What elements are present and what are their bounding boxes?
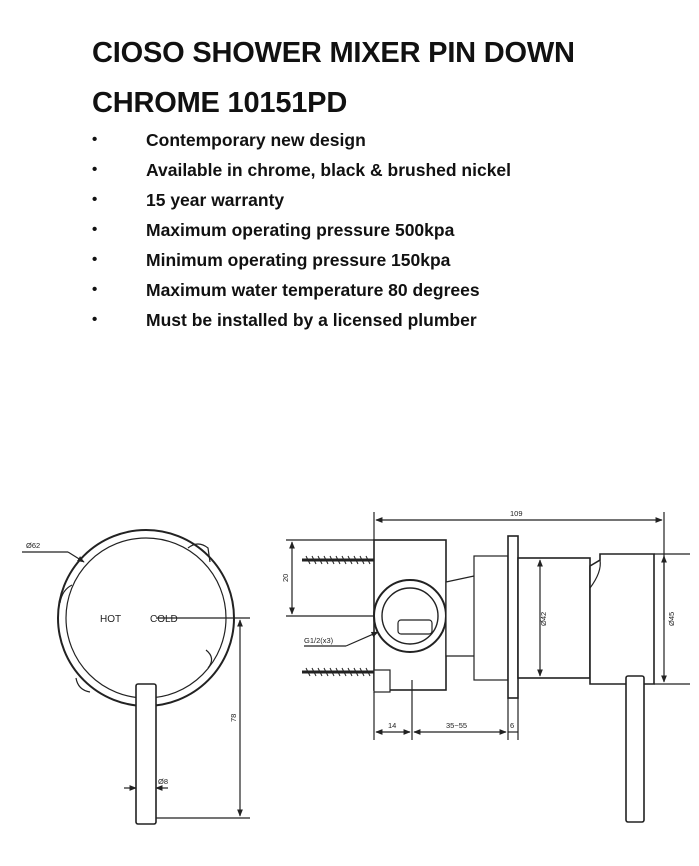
feature-item: • Contemporary new design bbox=[92, 125, 511, 155]
valve-body bbox=[373, 539, 447, 691]
hot-label: HOT bbox=[100, 614, 121, 625]
dim-diameter-42: Ø42 bbox=[539, 612, 548, 626]
outlet-ring-inner bbox=[381, 587, 439, 645]
front-view: HOT COLD Ø62 78 Ø8 bbox=[22, 529, 250, 825]
feature-list: • Contemporary new design • Available in c… bbox=[92, 125, 511, 335]
cartridge-housing bbox=[473, 555, 509, 681]
lug-bottom bbox=[75, 677, 91, 693]
bullet-icon: • bbox=[92, 251, 98, 268]
side-view: 109 20 G1/2(x3) Ø42 Ø45 14 35~55 6 bbox=[281, 509, 690, 823]
feature-text: Minimum operating pressure 150kpa bbox=[146, 250, 451, 270]
feature-text: Maximum operating pressure 500kpa bbox=[146, 220, 455, 240]
feature-item: • 15 year warranty bbox=[92, 185, 511, 215]
hub bbox=[517, 557, 591, 679]
dim-thread-g12: G1/2(x3) bbox=[304, 636, 334, 645]
lug-top bbox=[187, 543, 211, 563]
dim-6: 6 bbox=[510, 721, 514, 730]
feature-text: Available in chrome, black & brushed nic… bbox=[146, 160, 512, 180]
bullet-icon: • bbox=[92, 311, 98, 328]
dim-diameter-62: Ø62 bbox=[26, 541, 40, 550]
feature-text: Must be installed by a licensed plumber bbox=[146, 310, 477, 330]
outlet-slot bbox=[397, 619, 433, 635]
dim-thread-leader-arrow bbox=[345, 631, 379, 647]
product-title-line-2: CHROME 10151PD bbox=[92, 87, 348, 119]
dim-diameter-leader-arrow bbox=[67, 551, 85, 563]
feature-text: Maximum water temperature 80 degrees bbox=[146, 280, 480, 300]
lever bbox=[135, 683, 157, 825]
bullet-icon: • bbox=[92, 191, 98, 208]
feature-item: • Available in chrome, black & brushed ni… bbox=[92, 155, 511, 185]
wall-plate bbox=[507, 535, 519, 699]
feature-item: • Minimum operating pressure 150kpa bbox=[92, 245, 511, 275]
valve-foot bbox=[373, 669, 391, 693]
dim-wall-range-35-55: 35~55 bbox=[446, 721, 467, 730]
dim-lever-length-78: 78 bbox=[229, 714, 238, 722]
handle-taper bbox=[589, 559, 601, 589]
bullet-icon: • bbox=[92, 161, 98, 178]
feature-item: • Must be installed by a licensed plumber bbox=[92, 305, 511, 335]
screw-bottom bbox=[302, 667, 374, 677]
side-lever bbox=[625, 675, 645, 823]
dim-14: 14 bbox=[388, 721, 396, 730]
bullet-icon: • bbox=[92, 281, 98, 298]
dim-lever-diameter-8: Ø8 bbox=[158, 777, 168, 786]
handle-body bbox=[589, 553, 655, 685]
screw-top bbox=[302, 555, 374, 565]
feature-text: Contemporary new design bbox=[146, 130, 366, 150]
bullet-icon: • bbox=[92, 131, 98, 148]
product-title: CIOSO SHOWER MIXER PIN DOWN CHROME 10151… bbox=[92, 28, 682, 128]
bullet-icon: • bbox=[92, 221, 98, 238]
feature-item: • Maximum water temperature 80 degrees bbox=[92, 275, 511, 305]
dim-total-depth-109: 109 bbox=[510, 509, 523, 518]
cold-label: COLD bbox=[150, 614, 178, 625]
feature-text: 15 year warranty bbox=[146, 190, 285, 210]
dim-height-20: 20 bbox=[281, 574, 290, 582]
dim-diameter-45: Ø45 bbox=[667, 612, 676, 626]
product-title-line-1: CIOSO SHOWER MIXER PIN DOWN bbox=[92, 37, 575, 69]
feature-item: • Maximum operating pressure 500kpa bbox=[92, 215, 511, 245]
